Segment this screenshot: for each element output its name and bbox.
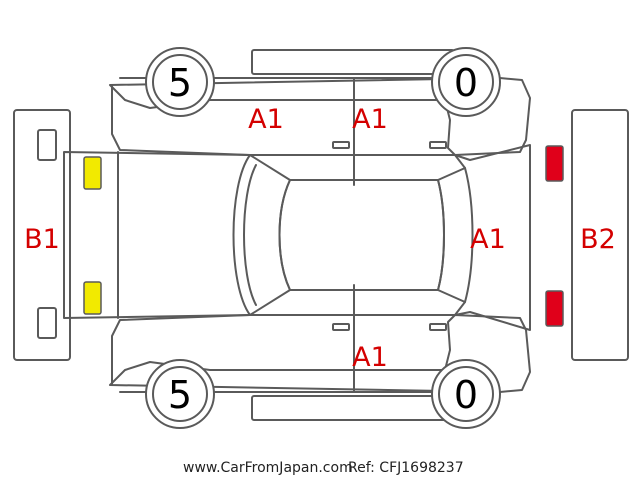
code-rear-door-top: A1 — [352, 104, 388, 135]
headlamp-top — [83, 156, 102, 190]
rear-window — [437, 167, 474, 303]
rear-bumper — [571, 109, 629, 361]
top-side-body — [109, 77, 531, 156]
top-view-body — [63, 144, 531, 331]
footer-ref: Ref: CFJ1698237 — [348, 460, 464, 476]
tread-front-left-value: 5 — [168, 61, 192, 105]
code-rear-bumper: B2 — [580, 224, 616, 255]
code-rear-door-bottom: A1 — [352, 342, 388, 373]
front-fog-slot-bottom — [37, 307, 57, 339]
wheel-front-right: 5 — [145, 359, 215, 429]
footer-website: www.CarFromJapan.com — [183, 460, 353, 476]
top-side-front-fender — [111, 85, 251, 156]
wheel-rear-right: 0 — [431, 359, 501, 429]
rear-pillar-top — [454, 154, 466, 169]
top-front-door-handle — [332, 141, 350, 149]
top-rear-door-handle — [429, 141, 447, 149]
bottom-rear-door-handle — [429, 323, 447, 331]
rear-pillar-bottom — [454, 301, 466, 316]
bottom-side-body — [109, 314, 531, 393]
taillamp-bottom — [545, 290, 564, 327]
windshield-inner — [243, 164, 257, 306]
wheel-rear-left: 0 — [431, 47, 501, 117]
code-rear-hatch: A1 — [470, 224, 506, 255]
bottom-side-front-fender — [111, 314, 251, 385]
windshield — [232, 154, 291, 316]
front-fog-slot-top — [37, 129, 57, 161]
tread-rear-right-value: 0 — [454, 373, 478, 417]
wheel-front-left: 5 — [145, 47, 215, 117]
bottom-side-sill — [251, 395, 455, 421]
bottom-front-door-handle — [332, 323, 350, 331]
top-side-sill — [251, 49, 455, 75]
tread-front-right-value: 5 — [168, 373, 192, 417]
taillamp-top — [545, 145, 564, 182]
code-front-door-top: A1 — [248, 104, 284, 135]
headlamp-bottom — [83, 281, 102, 315]
code-front-bumper: B1 — [24, 224, 60, 255]
front-bumper — [13, 109, 71, 361]
tread-rear-left-value: 0 — [454, 61, 478, 105]
roof — [278, 179, 445, 291]
